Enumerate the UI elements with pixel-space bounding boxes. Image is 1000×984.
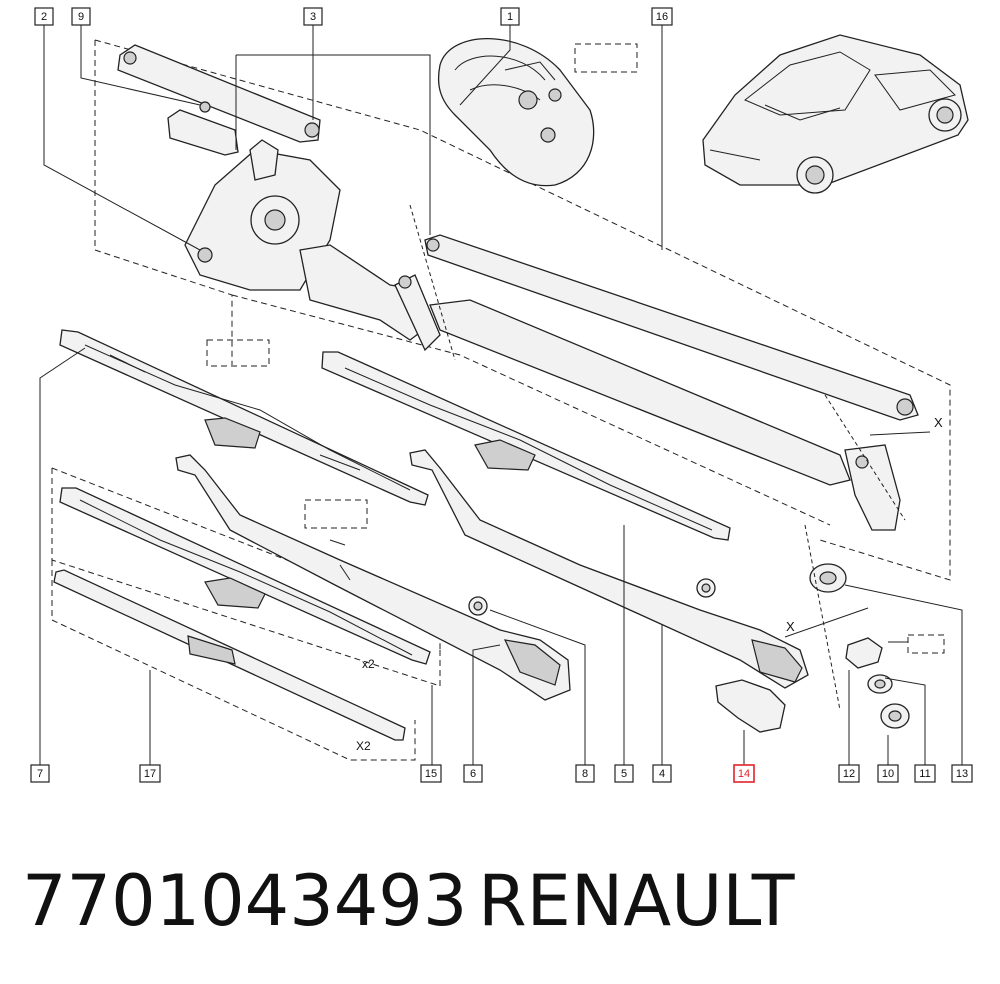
svg-text:2: 2 xyxy=(41,11,47,23)
callout-10: 10 xyxy=(877,764,899,783)
annotations: x2 X2 X X xyxy=(356,415,943,753)
axis-x-upper: X xyxy=(934,415,943,430)
callout-13: 13 xyxy=(951,764,973,783)
svg-text:5: 5 xyxy=(621,768,627,780)
svg-text:14: 14 xyxy=(738,768,750,780)
callout-15: 15 xyxy=(420,764,442,783)
leader-lines xyxy=(39,24,963,766)
callout-3: 3 xyxy=(303,7,323,26)
wiper-blade-15 xyxy=(59,487,431,665)
part-number: 7701043493 xyxy=(22,860,467,942)
brand-name: RENAULT xyxy=(478,860,795,942)
footer: 7701043493 RENAULT xyxy=(22,860,795,942)
small-parts xyxy=(468,524,910,733)
callout-12: 12 xyxy=(838,764,860,783)
svg-text:13: 13 xyxy=(956,768,968,780)
svg-text:4: 4 xyxy=(659,768,665,780)
svg-text:7: 7 xyxy=(37,768,43,780)
callout-11: 11 xyxy=(914,764,936,783)
svg-text:12: 12 xyxy=(843,768,855,780)
axis-x-lower: X xyxy=(786,619,795,634)
svg-text:16: 16 xyxy=(656,11,668,23)
svg-text:6: 6 xyxy=(470,768,476,780)
callout-14: 14 xyxy=(733,764,755,783)
svg-text:10: 10 xyxy=(882,768,894,780)
callout-2: 2 xyxy=(34,7,54,26)
svg-text:3: 3 xyxy=(310,11,316,23)
svg-text:17: 17 xyxy=(144,768,156,780)
svg-text:9: 9 xyxy=(78,11,84,23)
callout-16: 16 xyxy=(651,7,673,26)
wiper-motor xyxy=(437,38,595,187)
callout-4: 4 xyxy=(652,764,672,783)
wiper-blade-5 xyxy=(321,351,731,541)
wiper-arm-4 xyxy=(409,449,809,689)
callout-6: 6 xyxy=(463,764,483,783)
callout-17: 17 xyxy=(139,764,161,783)
callout-8: 8 xyxy=(575,764,595,783)
wiper-blade-7 xyxy=(59,329,429,506)
svg-text:15: 15 xyxy=(425,768,437,780)
wiper-rubber-17 xyxy=(53,569,406,741)
linkage-mechanism xyxy=(117,44,931,531)
svg-text:11: 11 xyxy=(919,768,930,780)
svg-text:1: 1 xyxy=(507,11,513,23)
wiper-arm-6 xyxy=(175,454,571,701)
callout-5: 5 xyxy=(614,764,634,783)
callouts: 1 2 3 4 5 6 7 8 9 10 11 12 13 14 15 16 1… xyxy=(30,7,973,783)
car-illustration xyxy=(702,34,969,194)
callout-1: 1 xyxy=(500,7,520,26)
qty-label-blade: x2 xyxy=(362,657,375,671)
callout-9: 9 xyxy=(71,7,91,26)
group-outlines xyxy=(51,39,951,761)
qty-label-rubber: X2 xyxy=(356,739,371,753)
svg-text:8: 8 xyxy=(582,768,588,780)
callout-7: 7 xyxy=(30,764,50,783)
